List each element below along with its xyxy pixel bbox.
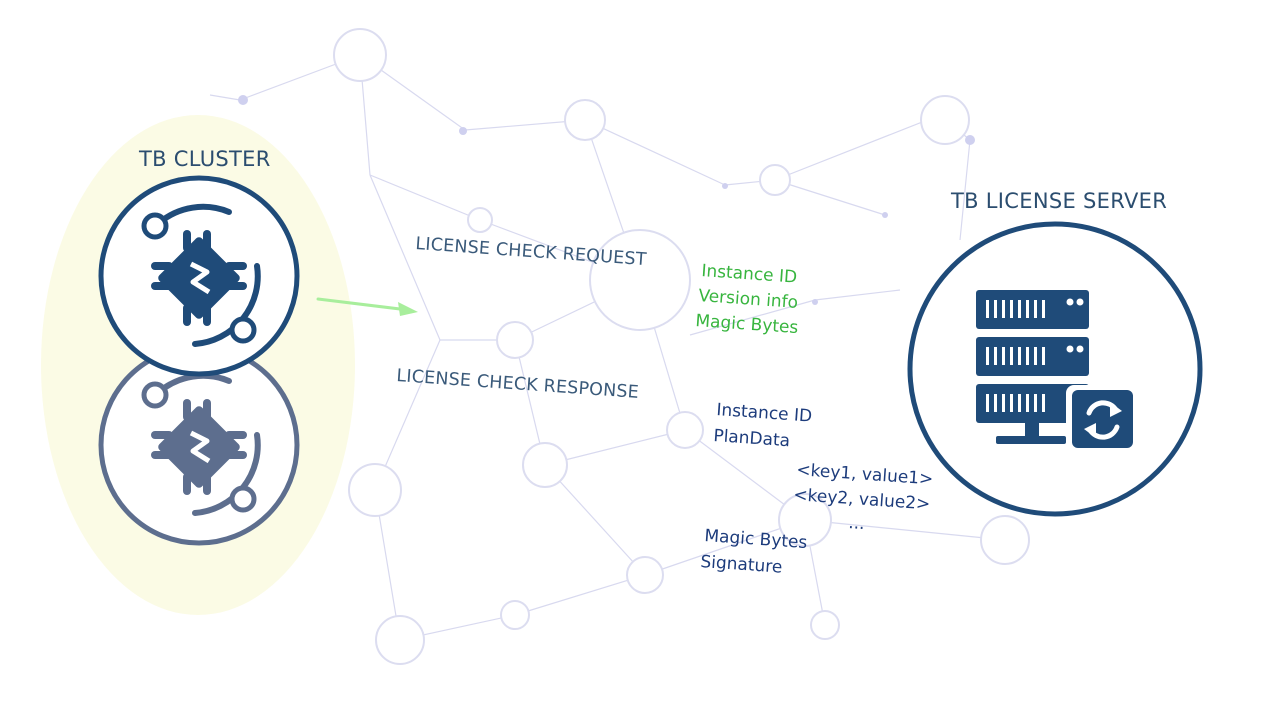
sync-icon xyxy=(1066,385,1138,451)
arrow-right-icon xyxy=(316,297,418,316)
license-server xyxy=(907,221,1203,517)
cluster-node-primary xyxy=(98,175,300,377)
network-nodes xyxy=(333,28,1030,665)
server-title: TB LICENSE SERVER xyxy=(951,189,1168,213)
network-dots xyxy=(238,95,975,305)
cluster-title: TB CLUSTER xyxy=(139,147,271,171)
response-field-ellipsis: ... xyxy=(847,513,866,535)
server-rack-icon xyxy=(976,290,1089,444)
